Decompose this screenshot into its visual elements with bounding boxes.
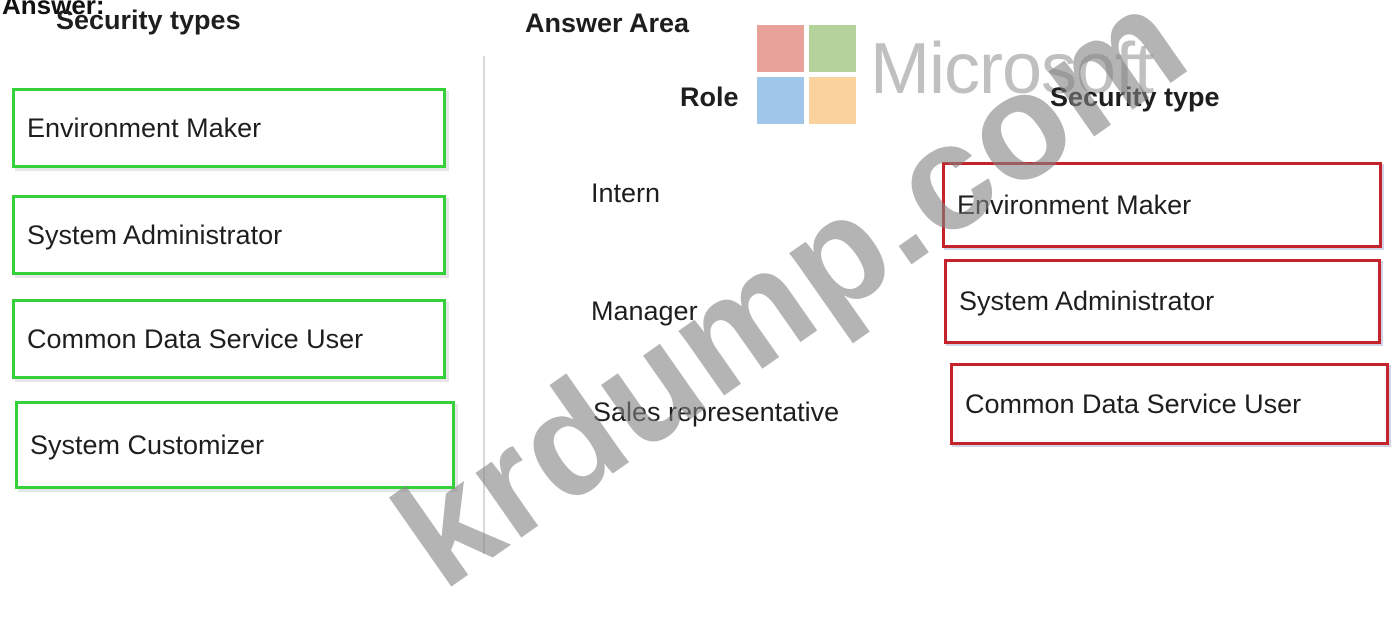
security-type-column-label: Security type xyxy=(1050,82,1220,112)
option-label: System Administrator xyxy=(27,219,283,250)
answer-target-manager[interactable]: System Administrator xyxy=(944,259,1381,344)
answer-target-sales-representative[interactable]: Common Data Service User xyxy=(950,363,1389,445)
answer-value: Common Data Service User xyxy=(965,388,1302,419)
answer-target-intern[interactable]: Environment Maker xyxy=(942,162,1382,248)
microsoft-logo-red-square xyxy=(757,25,804,72)
option-system-customizer[interactable]: System Customizer xyxy=(15,401,455,489)
role-intern: Intern xyxy=(591,178,661,208)
role-manager: Manager xyxy=(591,296,698,326)
option-label: System Customizer xyxy=(30,429,265,460)
answer-heading: Answer: xyxy=(2,0,105,20)
panel-divider xyxy=(483,56,485,554)
security-types-heading: Security types xyxy=(56,5,241,35)
microsoft-logo-green-square xyxy=(809,25,856,72)
option-label: Environment Maker xyxy=(27,112,262,143)
answer-value: Environment Maker xyxy=(957,189,1192,220)
microsoft-logo-blue-square xyxy=(757,77,804,124)
microsoft-logo-wordmark: Microsoft xyxy=(870,29,1154,109)
role-sales-representative: Sales representative xyxy=(593,397,840,427)
answer-value: System Administrator xyxy=(959,286,1215,316)
option-common-data-service-user[interactable]: Common Data Service User xyxy=(12,299,446,379)
option-system-administrator[interactable]: System Administrator xyxy=(12,195,446,275)
option-label: Common Data Service User xyxy=(27,323,364,354)
role-column-label: Role xyxy=(680,82,739,112)
option-environment-maker[interactable]: Environment Maker xyxy=(12,88,446,168)
answer-area-heading: Answer Area xyxy=(525,8,690,38)
microsoft-logo-yellow-square xyxy=(809,77,856,124)
